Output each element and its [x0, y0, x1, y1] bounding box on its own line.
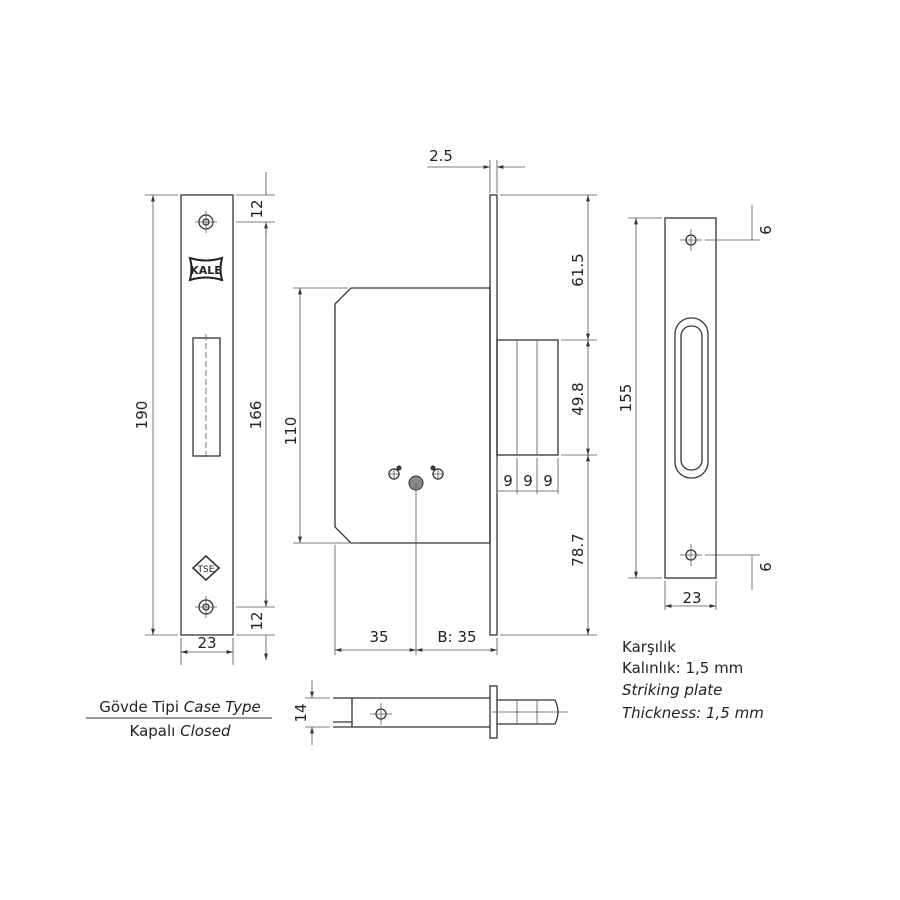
svg-text:2.5: 2.5 — [429, 147, 453, 165]
screw-icon — [388, 465, 402, 480]
screw-hole-icon — [195, 596, 217, 618]
svg-text:Gövde Tipi Case Type: Gövde Tipi Case Type — [99, 698, 261, 716]
screw-hole-icon — [680, 229, 702, 251]
striking-plate-caption: Karşılık Kalınlık: 1,5 mm Striking plate… — [622, 638, 764, 722]
svg-text:Kalınlık: 1,5 mm: Kalınlık: 1,5 mm — [622, 659, 743, 677]
svg-text:B: 35: B: 35 — [437, 628, 476, 646]
svg-text:Karşılık: Karşılık — [622, 638, 676, 656]
hole-icon — [370, 703, 392, 725]
lock-bottom-view: 14 — [292, 680, 568, 745]
svg-text:Kapalı Closed: Kapalı Closed — [130, 722, 231, 740]
svg-text:190: 190 — [133, 401, 151, 430]
lock-side-view: 2.5 110 61.5 49.8 78.7 9 9 9 35 B: 35 — [282, 147, 597, 655]
faceplate-front-view: KALE TSE 190 166 12 12 23 — [133, 172, 275, 665]
svg-text:Thickness: 1,5 mm: Thickness: 1,5 mm — [622, 704, 764, 722]
svg-text:9: 9 — [756, 225, 774, 235]
spindle-hole-icon — [408, 475, 424, 655]
svg-text:9: 9 — [503, 472, 513, 490]
svg-text:61.5: 61.5 — [569, 253, 587, 286]
screw-hole-icon — [680, 544, 702, 566]
svg-text:9: 9 — [543, 472, 553, 490]
svg-text:Striking plate: Striking plate — [622, 681, 722, 699]
svg-text:12: 12 — [248, 199, 266, 218]
screw-hole-icon — [195, 211, 217, 233]
striking-plate-view: 155 9 9 23 — [617, 205, 774, 610]
screw-icon — [430, 465, 444, 480]
svg-text:14: 14 — [292, 703, 310, 722]
svg-text:49.8: 49.8 — [569, 382, 587, 415]
kale-logo: KALE — [188, 256, 224, 282]
svg-text:12: 12 — [248, 611, 266, 630]
svg-text:110: 110 — [282, 417, 300, 446]
svg-text:TSE: TSE — [197, 565, 215, 575]
svg-text:KALE: KALE — [190, 264, 222, 277]
svg-text:166: 166 — [247, 401, 265, 430]
svg-text:23: 23 — [197, 634, 216, 652]
svg-text:23: 23 — [682, 589, 701, 607]
svg-text:9: 9 — [523, 472, 533, 490]
svg-text:155: 155 — [617, 384, 635, 413]
tse-logo: TSE — [191, 554, 221, 582]
svg-text:78.7: 78.7 — [569, 533, 587, 566]
svg-text:35: 35 — [369, 628, 388, 646]
case-type-caption: Gövde Tipi Case Type Kapalı Closed — [86, 698, 272, 740]
svg-text:9: 9 — [756, 562, 774, 572]
